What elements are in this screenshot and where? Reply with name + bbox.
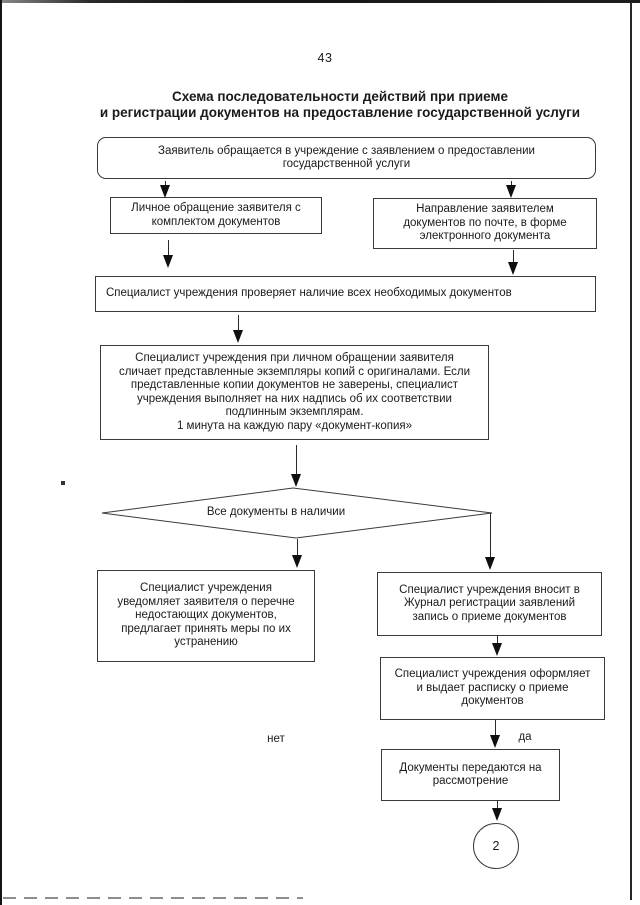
decision-diamond [101, 487, 493, 539]
scan-border-right [630, 2, 632, 900]
scan-border-top [0, 0, 640, 3]
page-number: 43 [317, 51, 333, 65]
flow-node-mail-submission: Направление заявителем документов по поч… [373, 198, 597, 249]
flow-node-compare-copies: Специалист учреждения при личном обращен… [100, 345, 489, 440]
flow-node-personal-visit: Личное обращение заявителя с комплектом … [110, 197, 322, 234]
arrow-transfer-to-connector [491, 801, 503, 821]
flow-node-transfer: Документы передаются на рассмотрение [381, 749, 560, 801]
arrow-mail-to-check [507, 250, 519, 275]
scan-border-left [0, 0, 2, 905]
scan-border-bottom-dashes [3, 897, 303, 899]
flow-node-start: Заявитель обращается в учреждение с заяв… [97, 137, 596, 179]
decision-diamond-label: Все документы в наличии [206, 506, 346, 518]
arrow-start-to-personal [159, 181, 171, 198]
edge-label-no: нет [267, 733, 285, 745]
flow-node-journal-entry: Специалист учреждения вносит в Журнал ре… [377, 572, 602, 636]
arrow-decision-yes [484, 513, 496, 570]
edge-label-yes: да [518, 731, 532, 743]
flow-node-check-documents: Специалист учреждения проверяет наличие … [95, 276, 596, 312]
arrow-personal-to-check [162, 240, 174, 268]
arrow-receipt-to-transfer [489, 720, 501, 748]
arrow-check-to-compare [232, 315, 244, 343]
arrow-journal-to-receipt [491, 636, 503, 656]
arrow-compare-to-decision [290, 445, 302, 487]
flow-connector-2: 2 [473, 823, 519, 869]
scan-speck [61, 481, 65, 485]
arrow-start-to-mail [505, 181, 517, 198]
page-title: Схема последовательности действий при пр… [99, 89, 581, 120]
flow-node-notify-missing: Специалист учреждения уведомляет заявите… [97, 570, 315, 662]
flow-node-issue-receipt: Специалист учреждения оформляет и выдает… [380, 657, 605, 720]
arrow-decision-no [291, 539, 303, 568]
